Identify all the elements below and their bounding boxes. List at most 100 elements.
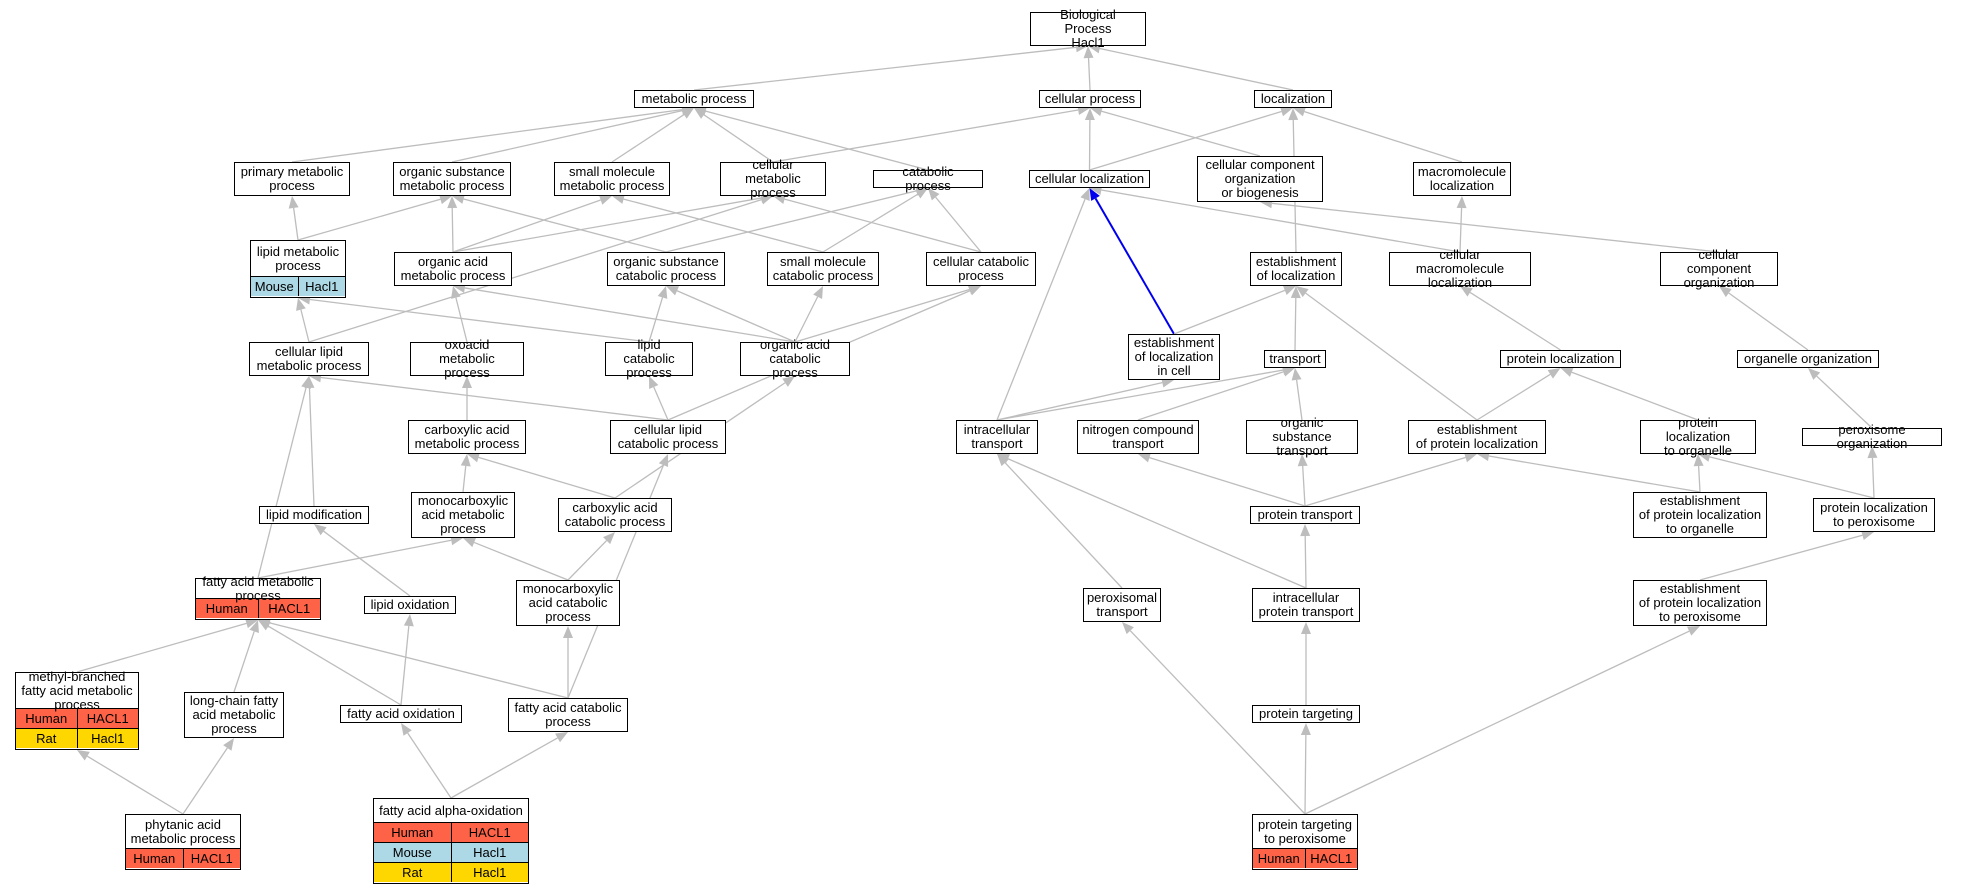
relation-edge-small_mol_cat-to-catabolic (822, 193, 919, 253)
go-term-methyl-fa[interactable]: methyl-branched fatty acid metabolic pro… (15, 669, 139, 750)
go-term-est-prot-loc-org[interactable]: establishment of protein localization to… (1633, 492, 1767, 538)
go-term-intra-prot-transport[interactable]: intracellular protein transport (1252, 588, 1360, 622)
go-term-perox-org[interactable]: peroxisome organization (1802, 422, 1942, 450)
go-term-localization[interactable]: localization (1254, 90, 1332, 108)
go-term-carbox-cat[interactable]: carboxylic acid catabolic process (558, 498, 672, 532)
go-term-lipid-mod[interactable]: lipid modification (259, 506, 369, 524)
edge-arrowhead (1300, 723, 1311, 736)
go-term-oxoacid-met[interactable]: oxoacid metabolic process (410, 337, 524, 379)
go-term-transport[interactable]: transport (1264, 350, 1326, 368)
relation-edge-oxoacid_met-to-org_acid_met (455, 297, 468, 343)
go-term-primary-met[interactable]: primary metabolic process (234, 162, 350, 196)
term-label: intracellular protein transport (1258, 589, 1354, 619)
go-term-est-prot-loc[interactable]: establishment of protein localization (1408, 420, 1546, 454)
go-term-est-prot-loc-perox[interactable]: establishment of protein localization to… (1633, 580, 1767, 626)
go-term-org-acid-cat[interactable]: organic acid catabolic process (740, 336, 850, 380)
relation-edge-org_sub_cat-to-org_sub_met (463, 198, 667, 253)
edge-arrowhead (1687, 626, 1700, 636)
relation-edge-prot_loc_perox-to-prot_loc_organelle (1709, 456, 1875, 499)
relation-edge-est_prot_loc_perox-to-prot_loc_perox (1699, 534, 1863, 581)
relation-edge-fa_ox-to-lipid_ox (400, 625, 410, 706)
go-term-cell-macro-loc[interactable]: cellular macromolecule localization (1389, 247, 1531, 289)
edge-arrowhead (1464, 452, 1477, 463)
edge-arrowhead (1808, 368, 1821, 380)
edge-arrowhead (1080, 188, 1090, 201)
go-term-perox-transport[interactable]: peroxisomal transport (1083, 588, 1161, 622)
go-term-catabolic[interactable]: catabolic process (873, 164, 983, 192)
edge-arrowhead (1547, 368, 1561, 379)
go-term-cell-met[interactable]: cellular metabolic process (720, 157, 826, 199)
edge-arrowhead (314, 524, 327, 536)
go-term-prot-target[interactable]: protein targeting (1252, 705, 1360, 723)
go-term-est-loc-cell[interactable]: establishment of localization in cell (1128, 334, 1220, 380)
go-term-cell-cat[interactable]: cellular catabolic process (926, 252, 1036, 286)
go-term-cell-lipid-cat[interactable]: cellular lipid catabolic process (610, 420, 726, 454)
go-term-cc-org-bio[interactable]: cellular component organization or bioge… (1197, 156, 1323, 202)
go-term-fa-cat[interactable]: fatty acid catabolic process (508, 698, 628, 732)
go-term-prot-loc-organelle[interactable]: protein localization to organelle (1640, 415, 1756, 457)
edge-arrowhead (658, 454, 669, 467)
go-term-monocarb-met[interactable]: monocarboxylic acid metabolic process (411, 492, 515, 538)
relation-edge-intra_prot_transport-to-prot_transport (1304, 535, 1307, 589)
relation-edge-monocarb_met-to-carbox_met (462, 465, 467, 493)
go-term-nitrogen-transport[interactable]: nitrogen compound transport (1077, 420, 1199, 454)
go-term-prot-loc-perox[interactable]: protein localization to peroxisome (1813, 498, 1935, 532)
edge-arrowhead (1161, 377, 1174, 388)
edge-arrowhead (1300, 524, 1311, 537)
go-term-macro-loc[interactable]: macromolecule localization (1413, 162, 1511, 196)
term-label: lipid catabolic process (623, 336, 675, 380)
go-term-org-sub-transport[interactable]: organic substance transport (1246, 415, 1358, 457)
term-label: fatty acid alpha-oxidation (379, 802, 523, 818)
relation-edge-methyl_fa-to-fa_met (76, 622, 247, 673)
relation-edge-prot_transport-to-org_sub_transport (1302, 465, 1306, 507)
go-term-small-mol-cat[interactable]: small molecule catabolic process (767, 252, 879, 286)
go-term-est-loc[interactable]: establishment of localization (1250, 252, 1342, 286)
term-label: cellular lipid metabolic process (256, 343, 362, 373)
edge-arrowhead (563, 626, 573, 638)
relation-edge-lipid_ox-to-lipid_mod (323, 530, 411, 597)
go-term-prot-loc[interactable]: protein localization (1500, 350, 1621, 368)
species-cell: Rat (402, 864, 423, 880)
edge-arrowhead (1084, 108, 1095, 121)
species-cell: Mouse (392, 844, 432, 860)
go-term-lipid-ox[interactable]: lipid oxidation (364, 596, 456, 614)
relation-edge-org_acid_met-to-small_mol_met (452, 199, 601, 253)
relation-edge-small_mol_cat-to-small_mol_met (623, 198, 824, 253)
term-label: organic acid metabolic process (400, 253, 506, 283)
go-term-cell-loc[interactable]: cellular localization (1029, 170, 1150, 188)
go-term-lipid-cat[interactable]: lipid catabolic process (605, 336, 693, 380)
go-term-cc-org[interactable]: cellular component organization (1660, 247, 1778, 289)
edge-arrowhead (1301, 622, 1311, 634)
go-term-bp[interactable]: Biological Process Hacl1 (1030, 6, 1146, 50)
term-label: Biological Process Hacl1 (1060, 6, 1116, 50)
go-term-cellular[interactable]: cellular process (1039, 90, 1141, 108)
relation-edge-fa_alpha-to-fa_cat (450, 737, 558, 799)
term-label: organelle organization (1744, 350, 1872, 366)
go-term-org-sub-cat[interactable]: organic substance catabolic process (607, 252, 725, 286)
go-term-organelle-org[interactable]: organelle organization (1737, 350, 1879, 368)
go-term-prot-transport[interactable]: protein transport (1250, 506, 1360, 524)
go-term-fa-ox[interactable]: fatty acid oxidation (340, 705, 462, 723)
go-term-small-mol-met[interactable]: small molecule metabolic process (554, 162, 670, 196)
go-term-org-acid-met[interactable]: organic acid metabolic process (394, 252, 512, 286)
go-term-metabolic[interactable]: metabolic process (634, 90, 754, 108)
go-term-carbox-met[interactable]: carboxylic acid metabolic process (408, 420, 526, 454)
edge-arrowhead (1297, 454, 1308, 467)
edge-arrowhead (1291, 368, 1302, 381)
edge-arrowhead (599, 195, 612, 205)
go-term-long-chain[interactable]: long-chain fatty acid metabolic process (184, 692, 284, 738)
relation-edge-est_prot_loc-to-est_loc (1305, 292, 1478, 421)
term-label: organic acid catabolic process (759, 336, 831, 380)
go-term-cell-lipid-met[interactable]: cellular lipid metabolic process (249, 342, 369, 376)
go-term-org-sub-met[interactable]: organic substance metabolic process (393, 162, 511, 196)
go-term-intra-transport[interactable]: intracellular transport (956, 420, 1038, 454)
relation-edge-prot_loc_organelle-to-prot_loc (1571, 371, 1699, 421)
edge-arrowhead (1090, 106, 1103, 117)
go-term-monocarb-cat[interactable]: monocarboxylic acid catabolic process (516, 580, 620, 626)
